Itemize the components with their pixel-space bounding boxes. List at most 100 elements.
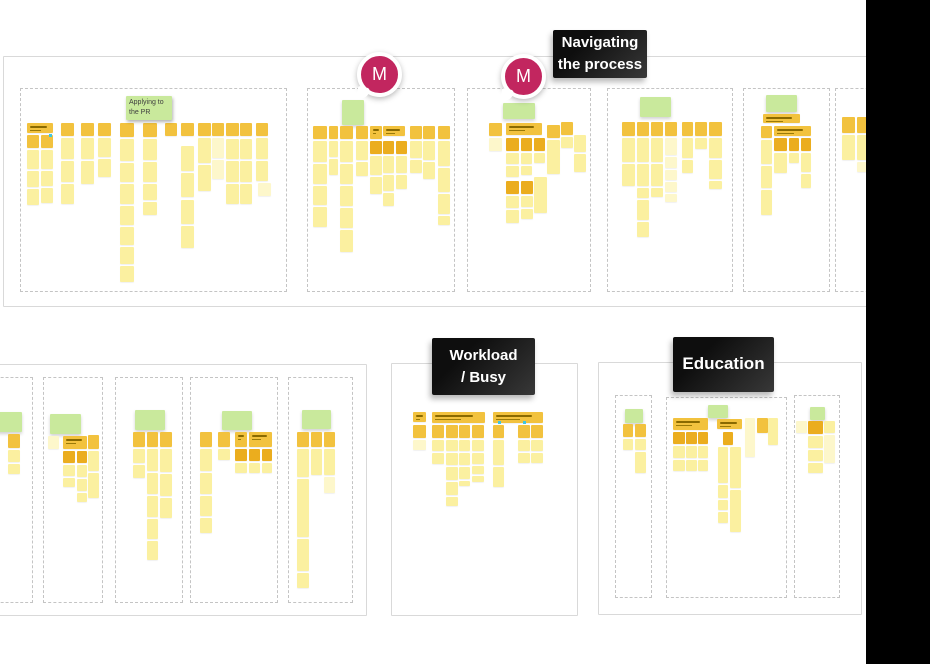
sticky-note[interactable] xyxy=(717,419,742,429)
sticky-note[interactable] xyxy=(574,154,586,172)
sticky-note[interactable] xyxy=(810,407,825,420)
sticky-note[interactable] xyxy=(8,434,20,448)
sticky-note[interactable] xyxy=(329,159,338,175)
sticky-note[interactable] xyxy=(340,126,353,139)
sticky-note[interactable] xyxy=(297,479,309,537)
sticky-note[interactable] xyxy=(396,141,407,154)
frame-outline[interactable] xyxy=(20,88,287,292)
sticky-note[interactable] xyxy=(801,153,811,172)
sticky-note[interactable] xyxy=(432,412,485,423)
sticky-note[interactable] xyxy=(438,126,450,139)
sticky-note[interactable] xyxy=(98,159,111,177)
sticky-note[interactable] xyxy=(41,150,53,169)
sticky-note[interactable] xyxy=(472,440,484,451)
sticky-note[interactable] xyxy=(143,184,157,200)
sticky-note[interactable] xyxy=(324,432,335,447)
sticky-note[interactable] xyxy=(637,188,649,198)
sticky-note[interactable] xyxy=(635,439,646,450)
sticky-note[interactable] xyxy=(766,95,797,112)
sticky-note[interactable] xyxy=(256,138,268,159)
sticky-note[interactable] xyxy=(226,161,239,182)
sticky-note[interactable] xyxy=(665,194,677,202)
sticky-note[interactable] xyxy=(438,194,450,214)
sticky-note[interactable] xyxy=(147,473,158,494)
sticky-note[interactable] xyxy=(640,97,671,117)
sticky-note[interactable] xyxy=(27,150,39,169)
sticky-note[interactable] xyxy=(489,138,502,151)
sticky-note[interactable] xyxy=(235,449,247,461)
sticky-note[interactable] xyxy=(200,473,212,494)
frame-outline[interactable] xyxy=(743,88,830,292)
sticky-note[interactable] xyxy=(340,230,353,252)
sticky-note[interactable] xyxy=(212,160,224,179)
sticky-note[interactable] xyxy=(446,467,458,480)
sticky-note[interactable] xyxy=(521,181,533,194)
sticky-note[interactable] xyxy=(547,140,560,174)
board-frame[interactable] xyxy=(391,363,578,616)
sticky-note[interactable] xyxy=(625,409,643,423)
sticky-note[interactable] xyxy=(226,123,239,136)
sticky-note[interactable] xyxy=(718,485,728,498)
sticky-note[interactable] xyxy=(534,138,545,151)
sticky-note[interactable] xyxy=(63,436,87,449)
sticky-note[interactable] xyxy=(561,122,573,135)
sticky-note[interactable] xyxy=(135,410,165,430)
sticky-note[interactable] xyxy=(212,138,224,158)
sticky-note[interactable] xyxy=(682,122,693,136)
sticky-note[interactable] xyxy=(147,519,158,539)
sticky-note[interactable] xyxy=(745,418,755,457)
sticky-note[interactable] xyxy=(824,435,835,463)
sticky-note[interactable] xyxy=(438,168,450,192)
sticky-note[interactable] xyxy=(212,123,224,136)
sticky-note[interactable] xyxy=(459,481,470,486)
sticky-note[interactable] xyxy=(147,432,158,447)
sticky-note[interactable] xyxy=(622,122,635,136)
sticky-note[interactable] xyxy=(651,138,663,162)
sticky-note[interactable] xyxy=(761,190,772,215)
sticky-note[interactable] xyxy=(383,156,394,173)
sticky-note[interactable] xyxy=(410,141,422,158)
sticky-note[interactable] xyxy=(506,166,519,177)
sticky-note[interactable] xyxy=(459,425,470,438)
frame-outline[interactable] xyxy=(288,377,353,603)
sticky-note[interactable] xyxy=(302,410,331,429)
sticky-note[interactable] xyxy=(518,440,530,451)
sticky-note[interactable] xyxy=(531,425,543,438)
sticky-note[interactable] xyxy=(396,156,407,173)
sticky-note[interactable] xyxy=(521,138,532,151)
sticky-note[interactable] xyxy=(531,453,543,463)
sticky-note[interactable] xyxy=(88,435,99,449)
sticky-note[interactable] xyxy=(181,173,194,197)
sticky-note[interactable] xyxy=(48,436,59,449)
sticky-note[interactable] xyxy=(41,135,53,148)
sticky-note[interactable] xyxy=(423,162,435,179)
frame-outline[interactable] xyxy=(115,377,183,603)
sticky-note[interactable] xyxy=(340,164,353,184)
sticky-note[interactable] xyxy=(356,126,368,139)
sticky-note[interactable] xyxy=(665,157,677,168)
sticky-note[interactable] xyxy=(506,153,519,164)
sticky-note[interactable] xyxy=(256,161,268,181)
sticky-note[interactable] xyxy=(768,418,778,445)
sticky-note[interactable] xyxy=(27,189,39,205)
sticky-note[interactable] xyxy=(133,449,145,463)
sticky-note[interactable] xyxy=(81,123,94,136)
sticky-note[interactable] xyxy=(81,138,94,159)
sticky-note[interactable] xyxy=(651,164,663,186)
sticky-note[interactable] xyxy=(808,450,823,461)
sticky-note[interactable] xyxy=(120,227,134,245)
sticky-note[interactable] xyxy=(235,463,247,473)
sticky-note[interactable] xyxy=(459,467,470,479)
sticky-note[interactable] xyxy=(709,181,722,189)
sticky-note[interactable] xyxy=(147,449,158,471)
sticky-note[interactable] xyxy=(637,222,649,237)
sticky-note[interactable] xyxy=(774,138,787,151)
sticky-note[interactable] xyxy=(801,138,811,151)
sticky-note[interactable] xyxy=(413,440,426,450)
sticky-note[interactable] xyxy=(218,449,230,460)
sticky-note[interactable] xyxy=(240,184,252,204)
sticky-note[interactable] xyxy=(324,477,335,493)
sticky-note[interactable] xyxy=(198,138,211,163)
sticky-note[interactable] xyxy=(297,432,309,447)
sticky-note[interactable] xyxy=(534,153,545,163)
